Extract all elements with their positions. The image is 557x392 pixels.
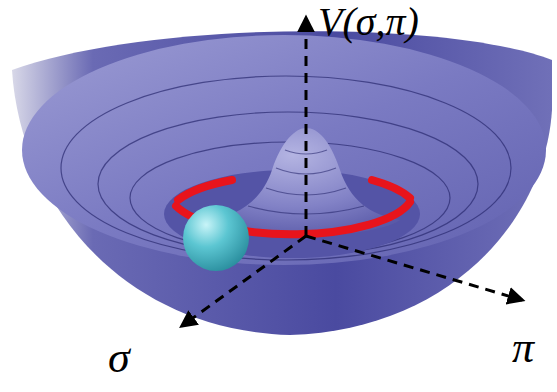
axes xyxy=(182,18,522,326)
ball xyxy=(183,205,249,271)
axis-label: V(σ,π) xyxy=(318,2,419,42)
bowl-inner-surface xyxy=(22,35,546,265)
vacuum-ring-back xyxy=(178,180,232,200)
vacuum-ring-back xyxy=(372,180,410,198)
pi-axis xyxy=(306,236,522,300)
axis-label: σ xyxy=(108,336,130,380)
contour-lines xyxy=(61,76,511,260)
v-axis xyxy=(305,18,308,236)
bowl-body xyxy=(12,31,552,335)
axis-label: π xyxy=(512,326,534,370)
